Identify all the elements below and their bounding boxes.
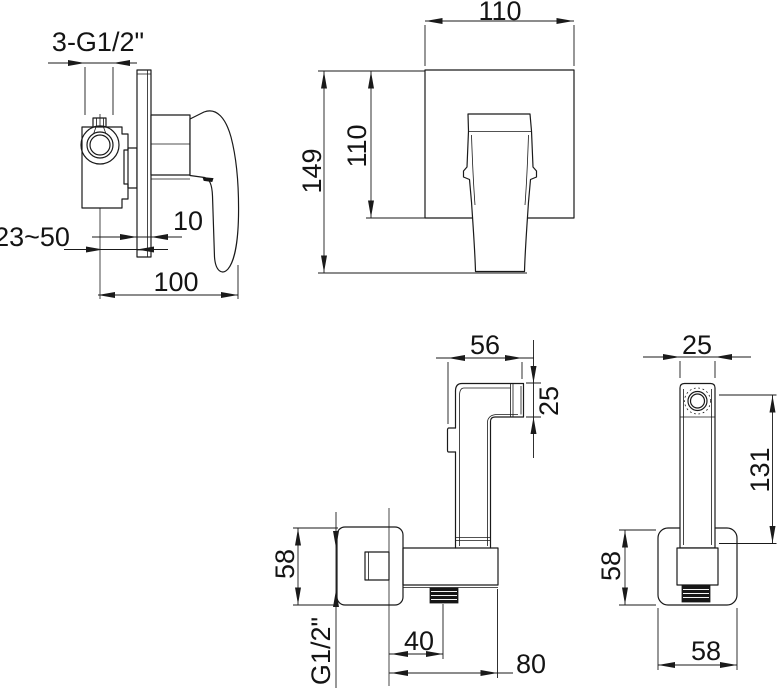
dim-body-depth: 100 — [98, 265, 239, 299]
shower-body-front — [679, 382, 716, 549]
dim-plate-thickness: 10 — [92, 206, 203, 240]
mixer-handle-front — [462, 113, 538, 273]
dim-depth-range: 23~50 — [0, 222, 168, 253]
dim-label-holder-height-side: 58 — [270, 549, 300, 579]
dim-label-plate-thickness: 10 — [173, 206, 203, 236]
dim-label-head-width: 25 — [682, 330, 712, 360]
dim-label-outlet-offset: 40 — [404, 626, 434, 656]
dim-mixer-thread: 3-G1/2" — [48, 27, 144, 115]
wall-flange-side — [336, 526, 404, 606]
dim-label-head-height: 25 — [534, 386, 564, 416]
dim-plate-height: 110 — [342, 71, 374, 218]
dim-label-hose-thread: G1/2" — [306, 617, 336, 685]
view-mixer-side: 3-G1/2" 10 23~50 100 — [0, 27, 240, 299]
dim-holder-width: 58 — [657, 608, 738, 670]
dim-label-body-depth: 100 — [153, 267, 198, 297]
dim-label-plate-height: 110 — [342, 124, 372, 167]
dim-head-length: 56 — [436, 330, 534, 424]
dim-head-width: 25 — [643, 330, 751, 378]
wall-plate-edge — [136, 69, 152, 258]
mixer-handle — [189, 110, 240, 273]
dim-outlet-offset: 40 — [389, 604, 444, 659]
supply-port-boss — [80, 125, 120, 165]
view-shower-front: 25 131 58 58 — [596, 330, 777, 670]
dim-hose-thread: G1/2" — [306, 512, 339, 688]
dim-plate-width: 110 — [424, 0, 575, 66]
holder-connector — [676, 547, 719, 586]
dim-label-body-length: 131 — [745, 447, 775, 492]
dim-label-head-length: 56 — [470, 330, 500, 360]
hose-thread-front — [681, 584, 711, 603]
spray-nozzle — [446, 427, 457, 453]
view-holder-side: 56 25 58 G1/2" 40 80 — [270, 330, 564, 688]
dim-total-height: 149 — [297, 71, 327, 273]
dim-total-depth: 80 — [389, 589, 546, 679]
view-mixer-front: 110 149 110 — [297, 0, 575, 274]
dim-label-total-depth: 80 — [516, 649, 546, 679]
dim-label-mixer-thread: 3-G1/2" — [52, 27, 144, 57]
dim-label-depth-range: 23~50 — [0, 222, 70, 252]
sprayer-head-side — [446, 382, 525, 549]
dim-label-total-height: 149 — [297, 148, 327, 193]
dim-head-height: 25 — [526, 340, 564, 458]
sprayer-face — [684, 387, 711, 415]
dim-label-holder-width: 58 — [691, 636, 721, 666]
dim-holder-height-side: 58 — [270, 527, 338, 606]
hose-thread-outlet — [429, 587, 459, 604]
supply-connection — [364, 551, 390, 581]
dim-label-holder-height-front: 58 — [596, 551, 626, 581]
dim-holder-height-front: 58 — [596, 529, 656, 606]
holder-block-side — [402, 547, 499, 586]
dim-body-length: 131 — [719, 394, 777, 544]
dim-label-plate-width: 110 — [478, 0, 521, 26]
